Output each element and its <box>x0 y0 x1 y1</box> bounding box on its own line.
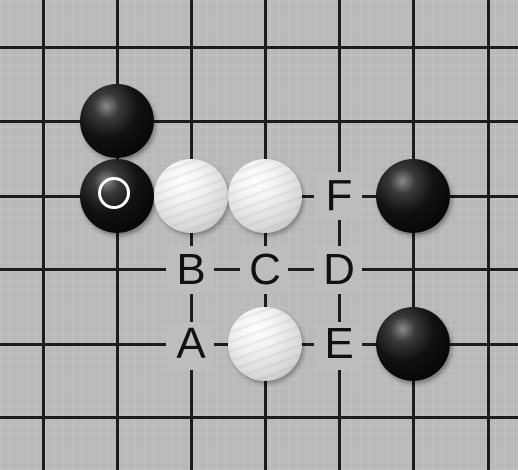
last-move-marker-icon <box>98 177 130 209</box>
point-label-e[interactable]: E <box>309 319 369 369</box>
grid-line-vertical <box>42 0 45 470</box>
point-label-d[interactable]: D <box>309 245 369 295</box>
white-stone-icon <box>154 159 228 233</box>
grid-line-horizontal <box>0 120 518 123</box>
black-stone-icon <box>376 307 450 381</box>
black-stone-icon <box>80 159 154 233</box>
grid-line-vertical <box>190 0 193 470</box>
grid-line-vertical <box>264 0 267 470</box>
black-stone-icon <box>376 159 450 233</box>
grid-line-horizontal <box>0 416 518 419</box>
grid-line-horizontal <box>0 46 518 49</box>
point-label-c[interactable]: C <box>235 245 295 295</box>
black-stone-icon <box>80 84 154 158</box>
grid-line-vertical <box>338 0 341 470</box>
white-stone-icon <box>228 307 302 381</box>
point-label-f[interactable]: F <box>309 171 369 221</box>
grid-line-vertical <box>487 0 490 470</box>
grid-line-vertical <box>116 0 119 470</box>
point-label-b[interactable]: B <box>161 245 221 295</box>
white-stone-icon <box>228 159 302 233</box>
point-label-a[interactable]: A <box>161 319 221 369</box>
grid-line-vertical <box>412 0 415 470</box>
